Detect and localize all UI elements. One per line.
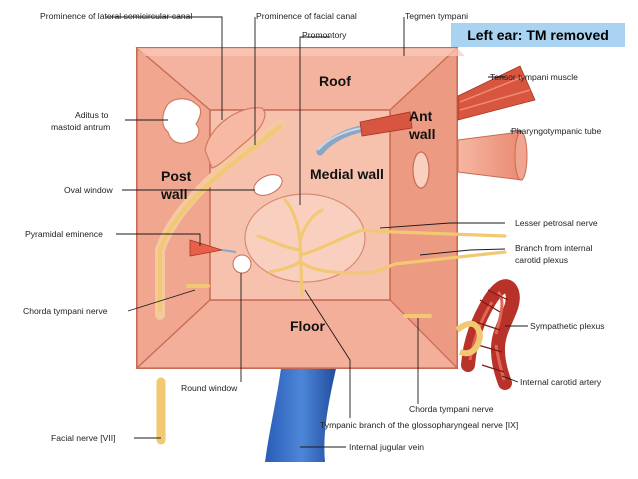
medial-wall-label: Medial wall (310, 166, 384, 182)
label-promontory: Promontory (302, 30, 347, 40)
label-jugular: Internal jugular vein (349, 442, 424, 452)
label-lesser-petrosal: Lesser petrosal nerve (515, 218, 598, 228)
label-chorda-left: Chorda tympani nerve (23, 306, 108, 316)
label-oval-window: Oval window (64, 185, 114, 195)
internal-jugular-vein (265, 360, 338, 462)
label-pharyngotympanic: Pharyngotympanic tube (511, 126, 602, 136)
label-tensor: Tensor tympani muscle (490, 72, 578, 82)
label-chorda-right: Chorda tympani nerve (409, 404, 494, 414)
lateral-canal-prominence (204, 107, 266, 169)
label-facial-nerve: Facial nerve [VII] (51, 433, 115, 443)
promontory-bulge (244, 193, 366, 283)
internal-carotid-artery (461, 279, 520, 390)
label-aditus-line1: Aditus to (75, 110, 109, 120)
label-facial-canal: Prominence of facial canal (256, 11, 357, 21)
roof-label: Roof (319, 73, 351, 89)
pyramidal-eminence (189, 239, 223, 257)
label-carotid-branch-line1: Branch from internal (515, 243, 592, 253)
pharyngotympanic-tube (457, 131, 523, 181)
label-carotid-branch-line2: carotid plexus (515, 255, 568, 265)
label-tympanic-branch: Tympanic branch of the glossopharyngeal … (320, 420, 518, 430)
tensor-tympani-muscle-in-box (359, 111, 413, 137)
label-sympathetic: Sympathetic plexus (530, 321, 605, 331)
title-badge: Left ear: TM removed (451, 23, 625, 47)
label-tegmen: Tegmen tympani (405, 11, 468, 21)
post-wall-label-line2: wall (160, 186, 187, 202)
aditus-to-mastoid-antrum (162, 98, 202, 144)
ant-wall-label-line1: Ant (409, 108, 433, 124)
label-aditus-line2: mastoid antrum (51, 122, 110, 132)
leader-lines (106, 16, 528, 448)
label-lateral-canal: Prominence of lateral semicircular canal (40, 11, 192, 21)
tympanic-plexus (256, 198, 507, 297)
post-wall-label-line1: Post (161, 168, 192, 184)
oval-window (253, 174, 283, 196)
ant-wall-label-line2: wall (408, 126, 435, 142)
round-window (232, 254, 252, 274)
label-pyramidal: Pyramidal eminence (25, 229, 103, 239)
label-carotid-artery: Internal carotid artery (520, 377, 602, 387)
anterior-wall-opening (412, 151, 430, 189)
label-round-window: Round window (181, 383, 238, 393)
floor-label: Floor (290, 318, 326, 334)
